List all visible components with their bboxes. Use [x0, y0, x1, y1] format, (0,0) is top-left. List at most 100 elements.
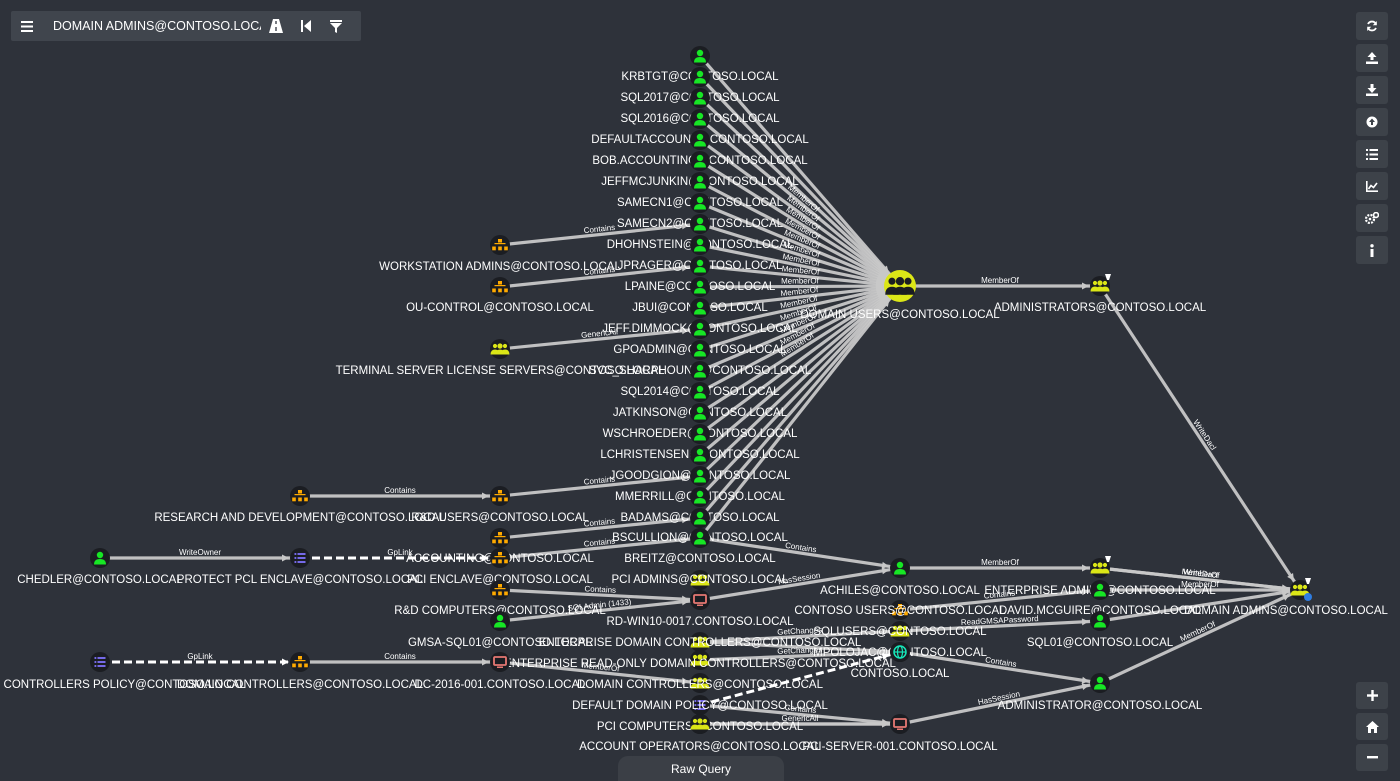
node-dcpolicy[interactable]: DOMAIN CONTROLLERS POLICY@CONTOSO.LOCAL [0, 652, 246, 691]
edge-label: GenericAll [581, 327, 619, 340]
node-label: R&D USERS@CONTOSO.LOCAL [411, 512, 589, 524]
node-administrator[interactable]: ADMINISTRATOR@CONTOSO.LOCAL [998, 673, 1203, 712]
edge-label: Contains [384, 652, 416, 661]
edge-oucontrol-lpaine[interactable]: Contains [499, 264, 701, 289]
node-domusers[interactable]: DOMAIN USERS@CONTOSO.LOCAL [800, 270, 1000, 321]
edge-accounting-bscullion[interactable]: Contains [499, 516, 701, 540]
node-label: ADMINISTRATOR@CONTOSO.LOCAL [998, 700, 1203, 712]
export-icon[interactable] [1356, 44, 1388, 72]
edge-defdompol-mpolojac[interactable] [699, 650, 901, 707]
node-pciserver[interactable]: PCI-SERVER-001.CONTOSO.LOCAL [802, 714, 998, 753]
refresh-icon[interactable] [1356, 12, 1388, 40]
edge-achiles-entadmins[interactable]: MemberOf [900, 558, 1100, 572]
edge-label: MemberOf [1181, 567, 1220, 580]
edge-label: GpLink [187, 652, 213, 661]
node-pciencl[interactable]: PCI ENCLAVE@CONTOSO.LOCAL [407, 548, 593, 586]
node-defdompol[interactable]: DEFAULT DOMAIN POLICY@CONTOSO.LOCAL [572, 695, 828, 715]
zoom-controls [1356, 682, 1388, 771]
node-admins[interactable]: ADMINISTRATORS@CONTOSO.LOCAL [994, 274, 1207, 314]
edge-lpaine-domusers[interactable]: MemberOf [699, 264, 901, 288]
info-icon[interactable] [1356, 236, 1388, 264]
edge-label: MemberOf [781, 276, 820, 285]
node-label: DC-2016-001.CONTOSO.LOCAL [414, 679, 586, 691]
node-dc2016[interactable]: DC-2016-001.CONTOSO.LOCAL [414, 652, 586, 691]
node-breitz[interactable]: BREITZ@CONTOSO.LOCAL [624, 528, 776, 565]
node-label: TERMINAL SERVER LICENSE SERVERS@CONTOSO.… [336, 365, 665, 377]
node-rdwin[interactable]: RD-WIN10-0017.CONTOSO.LOCAL [606, 590, 794, 628]
edge-mpolojac-administrator[interactable]: Contains [899, 650, 1101, 685]
edge-wsadmins-dhoh[interactable]: Contains [499, 222, 701, 247]
node-chedler[interactable]: CHEDLER@CONTOSO.LOCAL [17, 548, 183, 586]
filter-icon[interactable] [321, 19, 351, 33]
node-achiles[interactable]: ACHILES@CONTOSO.LOCAL [820, 558, 980, 597]
node-contosousers[interactable]: CONTOSO USERS@CONTOSO.LOCAL [794, 600, 1006, 620]
crown-icon [1305, 578, 1311, 584]
node-label: DOMAIN USERS@CONTOSO.LOCAL [800, 309, 1000, 321]
raw-query-button[interactable]: Raw Query [618, 756, 784, 781]
edge-label: Contains [784, 703, 816, 715]
node-oucontrol[interactable]: OU-CONTROL@CONTOSO.LOCAL [406, 277, 595, 314]
node-pciadmins[interactable]: PCI ADMINS@CONTOSO.LOCAL [612, 570, 790, 590]
node-termserv[interactable]: TERMINAL SERVER LICENSE SERVERS@CONTOSO.… [336, 339, 665, 377]
node-davidm[interactable]: DAVID.MCGUIRE@CONTOSO.LOCAL [999, 580, 1202, 617]
node-label: ACHILES@CONTOSO.LOCAL [820, 585, 980, 597]
node-entdc[interactable]: ENTERPRISE DOMAIN CONTROLLERS@CONTOSO.LO… [539, 632, 862, 652]
edges-layer: MemberOfMemberOfMemberOfMemberOfMemberOf… [100, 54, 1302, 728]
node-gmsa[interactable]: GMSA-SQL01@CONTOSO.LOCAL [408, 611, 593, 649]
edge-domusers-admins[interactable]: MemberOf [900, 276, 1100, 290]
edge-admins-domadmins[interactable]: WriteDacl [1098, 285, 1302, 591]
edge-contosousers-davidm[interactable]: Contains [899, 588, 1101, 612]
edge-chedler-protectpcl[interactable]: WriteOwner [100, 548, 300, 562]
gears-icon[interactable] [1356, 204, 1388, 232]
crown-icon [1105, 556, 1111, 562]
node-rndcomp[interactable]: R&D COMPUTERS@CONTOSO.LOCAL [394, 580, 606, 617]
back-icon[interactable] [291, 20, 321, 32]
edge-label: GenericAll [782, 714, 819, 723]
node-domctrls[interactable]: DOMAIN CONTROLLERS@CONTOSO.LOCAL [577, 673, 824, 693]
upload-icon[interactable] [1356, 108, 1388, 136]
edge-breitz-domusers[interactable] [698, 285, 902, 539]
edge-label: ReadGMSAPassword [961, 614, 1039, 627]
node-entrodc[interactable]: ENTERPRISE READ-ONLY DOMAIN CONTROLLERS@… [504, 650, 897, 670]
edge-dc2016-domctrls[interactable]: MemberOf [499, 660, 701, 685]
node-dcou[interactable]: DOMAIN CONTROLLERS@CONTOSO.LOCAL [177, 652, 424, 691]
node-domadmins[interactable]: DOMAIN ADMINS@CONTOSO.LOCAL [1184, 578, 1388, 617]
node-sqlusers[interactable]: SQLUSERS@CONTOSO.LOCAL [813, 621, 987, 641]
chart-icon[interactable] [1356, 172, 1388, 200]
node-label: BREITZ@CONTOSO.LOCAL [624, 553, 776, 565]
edge-dcou-dc2016[interactable]: Contains [300, 652, 500, 666]
node-protectpcl[interactable]: PROTECT PCL ENCLAVE@CONTOSO.LOCAL [177, 548, 424, 586]
edge-acctops-pciserver[interactable] [700, 720, 900, 728]
node-rndusers[interactable]: R&D USERS@CONTOSO.LOCAL [411, 486, 589, 524]
node-acctops[interactable]: ACCOUNT OPERATORS@CONTOSO.LOCAL [579, 714, 821, 753]
edge-pciencl-breitz[interactable]: Contains [499, 536, 701, 560]
node-label: DOMAIN ADMINS@CONTOSO.LOCAL [1184, 605, 1388, 617]
edge-entdc-sqlusers[interactable]: GetChanges [699, 625, 901, 644]
node-sql01[interactable]: SQL01@CONTOSO.LOCAL [1027, 611, 1174, 649]
node-contosodom[interactable]: CONTOSO.LOCAL [851, 642, 950, 680]
minus-icon[interactable] [1356, 744, 1388, 771]
node-label: PROTECT PCL ENCLAVE@CONTOSO.LOCAL [177, 574, 424, 586]
edge-termserv-gpoadmin[interactable]: GenericAll [499, 327, 701, 351]
plus-icon[interactable] [1356, 682, 1388, 709]
edge-sqlusers-sql01[interactable]: ReadGMSAPassword [899, 614, 1101, 633]
path-icon[interactable] [261, 19, 291, 33]
home-icon[interactable] [1356, 713, 1388, 740]
edge-rndusers-mmerrill[interactable]: Contains [499, 474, 701, 498]
import-icon[interactable] [1356, 76, 1388, 104]
edge-breitz-achiles[interactable]: Contains [699, 536, 901, 570]
node-wsadmins[interactable]: WORKSTATION ADMINS@CONTOSO.LOCAL [379, 235, 621, 273]
node-rnd[interactable]: RESEARCH AND DEVELOPMENT@CONTOSO.LOCAL [154, 486, 446, 524]
node-jeffm[interactable]: JEFFMCJUNKIN@CONTOSO.LOCAL [601, 151, 799, 188]
node-label: DOMAIN CONTROLLERS@CONTOSO.LOCAL [177, 679, 424, 691]
node-label: ADMINISTRATORS@CONTOSO.LOCAL [994, 302, 1207, 314]
search-input[interactable]: DOMAIN ADMINS@CONTOSO.LOCAL [53, 19, 261, 33]
node-label: CONTOSO.LOCAL [851, 668, 950, 680]
edge-rnd-rndusers[interactable]: Contains [300, 486, 500, 500]
queries-icon[interactable] [1356, 140, 1388, 168]
edge-label: MemberOf [981, 276, 1020, 285]
edge-protectpcl-pciencl[interactable]: GpLink [300, 548, 500, 562]
menu-icon[interactable] [11, 20, 43, 32]
edge-dcpolicy-dcou[interactable]: GpLink [100, 652, 300, 666]
